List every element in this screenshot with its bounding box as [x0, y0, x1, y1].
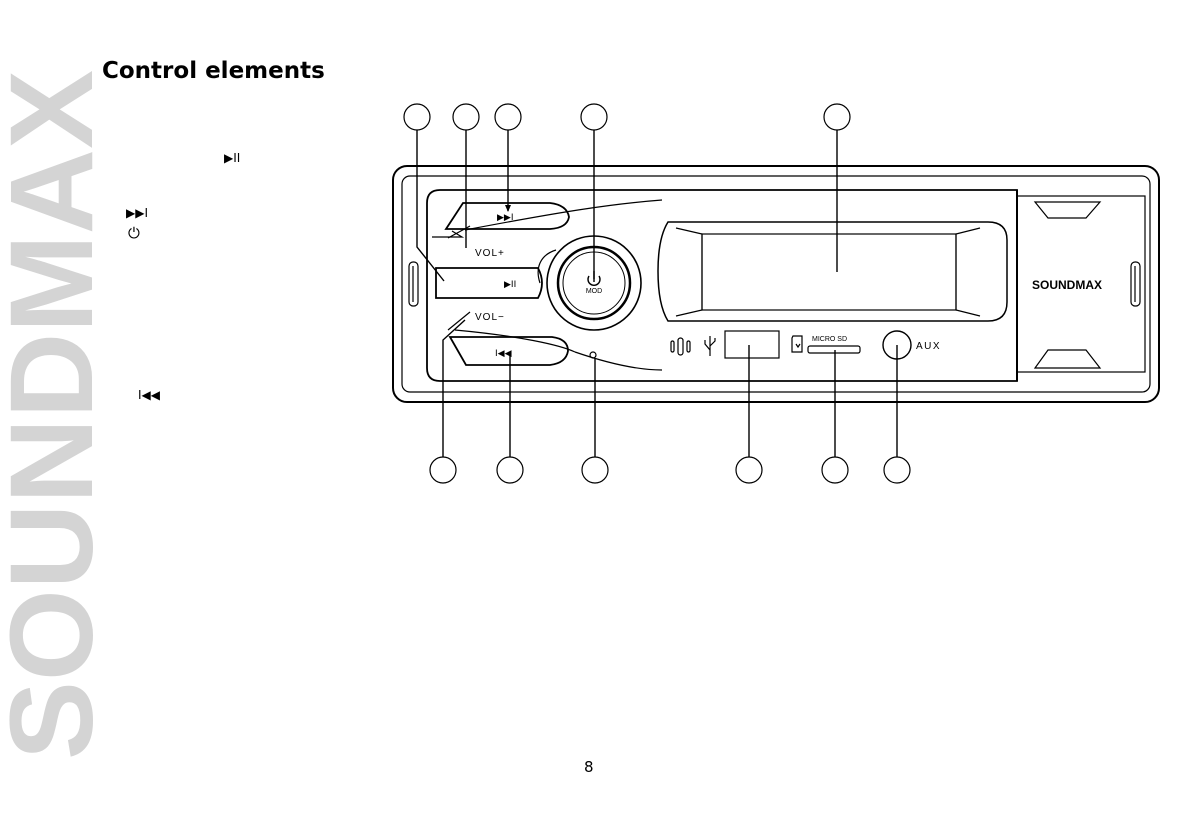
- power-icon: ⏻: [128, 224, 140, 242]
- lower-tab: [1033, 349, 1102, 369]
- callout-circle-10: [821, 456, 849, 484]
- right-panel: [1016, 195, 1146, 373]
- callout-circle-7: [496, 456, 524, 484]
- micro-sd-slot[interactable]: [807, 345, 861, 354]
- callout-circle-5: [823, 103, 851, 131]
- play-pause-icon: ▶II: [224, 151, 241, 165]
- vol-minus-label: VOL−: [475, 312, 505, 323]
- upper-tab: [1033, 201, 1102, 219]
- callout-circle-11: [883, 456, 911, 484]
- play-pause-button[interactable]: [435, 267, 543, 299]
- usb-icon: [704, 336, 716, 356]
- next-track-icon: ▶▶I: [126, 206, 148, 220]
- brand-watermark-vertical: SOUNDMAX: [0, 70, 115, 760]
- previous-track-icon: I◀◀: [138, 388, 160, 402]
- usb-port[interactable]: [724, 330, 780, 359]
- next-button-symbol: ▶▶I: [497, 213, 514, 223]
- inner-frame: [401, 175, 1151, 393]
- prev-button-symbol: I◀◀: [495, 349, 512, 359]
- vol-plus-label: VOL+: [475, 248, 505, 259]
- outer-frame: [392, 165, 1160, 403]
- aux-label: AUX: [916, 341, 941, 352]
- ir-sensor-icon: [670, 337, 691, 356]
- left-latch: [408, 261, 419, 307]
- leader-lines: [416, 130, 898, 457]
- callout-circle-3: [494, 103, 522, 131]
- face-plate: [426, 189, 1018, 382]
- sd-card-icon: [791, 335, 803, 353]
- micro-sd-label: MICRO SD: [812, 336, 847, 343]
- callout-circle-8: [581, 456, 609, 484]
- callout-circle-6: [429, 456, 457, 484]
- knob-power-icon: [587, 275, 601, 286]
- prev-button[interactable]: [448, 336, 569, 366]
- next-button[interactable]: [444, 202, 570, 230]
- callout-circle-4: [580, 103, 608, 131]
- display-screen: [701, 233, 957, 311]
- brand-watermark-text: SOUNDMAX: [0, 70, 115, 760]
- callout-circle-1: [403, 103, 431, 131]
- page-number: 8: [584, 758, 594, 776]
- display-bezel: [657, 221, 1008, 322]
- page-title: Control elements: [102, 58, 325, 84]
- reset-hole[interactable]: [589, 351, 597, 359]
- callout-circle-2: [452, 103, 480, 131]
- play-pause-button-symbol: ▶II: [504, 280, 516, 290]
- mod-label: MOD: [586, 288, 602, 295]
- callout-circle-9: [735, 456, 763, 484]
- device-brand-label: SOUNDMAX: [1032, 278, 1102, 292]
- right-latch: [1130, 261, 1141, 307]
